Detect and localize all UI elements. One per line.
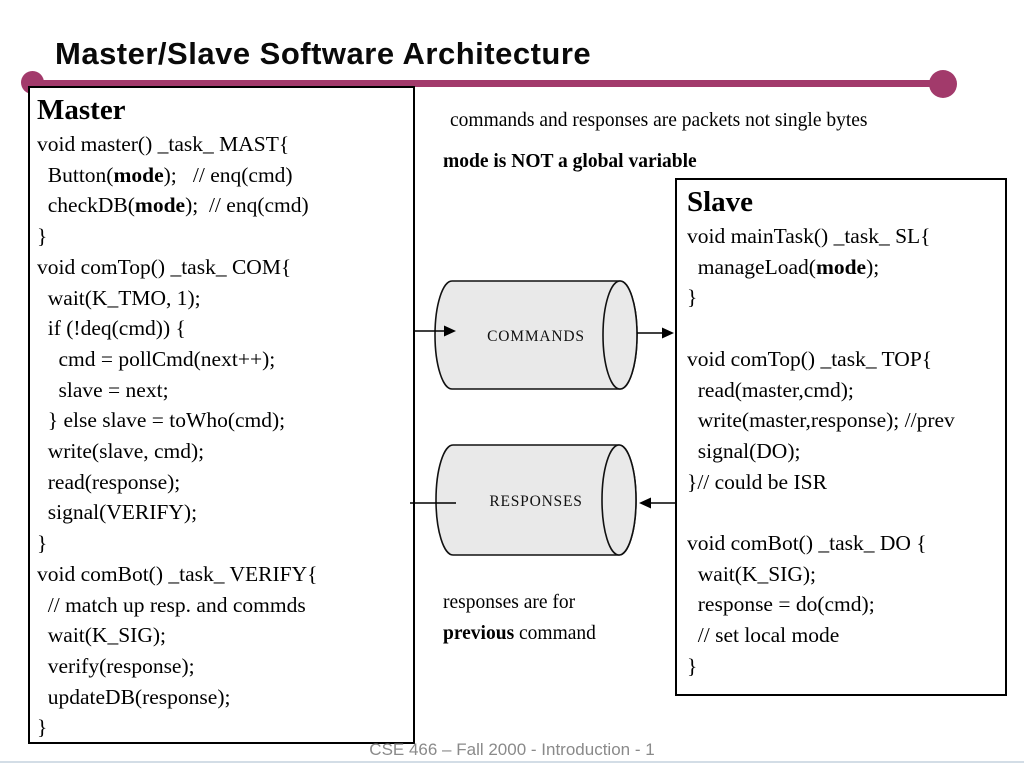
code-line: checkDB(mode); // enq(cmd): [37, 193, 309, 218]
commands-queue-label: COMMANDS: [487, 328, 585, 345]
code-line: manageLoad(mode);: [687, 254, 880, 279]
code-line: // match up resp. and commds: [37, 592, 306, 617]
code-line: response = do(cmd);: [687, 592, 875, 617]
code-line: wait(K_SIG);: [687, 561, 816, 586]
responses-queue-label: RESPONSES: [489, 493, 582, 510]
code-line: [687, 313, 1005, 344]
slave-code: void mainTask() _task_ SL{ manageLoad(mo…: [687, 221, 1005, 682]
code-line: read(master,cmd);: [687, 377, 854, 402]
code-line: void comBot() _task_ VERIFY{: [37, 561, 318, 586]
code-line: }: [37, 531, 48, 556]
commands-queue-cylinder: COMMANDS: [434, 280, 638, 390]
arrow-commands-to-slave: [637, 327, 674, 339]
code-line: cmd = pollCmd(next++);: [37, 346, 276, 371]
code-line: verify(response);: [37, 653, 195, 678]
slave-heading: Slave: [687, 186, 754, 218]
code-line: signal(VERIFY);: [37, 500, 198, 525]
code-line: }: [37, 224, 48, 249]
title-underline-rule: [30, 80, 945, 87]
master-code: void master() _task_ MAST{ Button(mode);…: [37, 129, 411, 742]
code-line: slave = next;: [37, 377, 169, 402]
footer-text: CSE 466 – Fall 2000 - Introduction - 1: [369, 740, 655, 759]
master-heading: Master: [37, 94, 126, 126]
code-line: void master() _task_ MAST{: [37, 132, 290, 156]
rule-right-dot: [929, 70, 957, 98]
code-line: write(slave, cmd);: [37, 439, 205, 464]
code-line: read(response);: [37, 469, 181, 494]
master-box: Master void master() _task_ MAST{ Button…: [28, 86, 415, 744]
code-line: write(master,response); //prev: [687, 408, 955, 433]
code-line: responses are for: [443, 592, 576, 613]
code-line: wait(K_TMO, 1);: [37, 285, 201, 310]
code-line: void comTop() _task_ TOP{: [687, 346, 933, 371]
code-line: }: [687, 285, 698, 310]
code-line: wait(K_SIG);: [37, 623, 166, 648]
slave-box: Slave void mainTask() _task_ SL{ manageL…: [675, 178, 1007, 696]
code-line: }: [687, 653, 698, 678]
arrow-master-to-commands: [415, 325, 456, 337]
code-line: // set local mode: [687, 623, 840, 648]
arrow-slave-to-responses: [639, 497, 675, 509]
code-line: }// could be ISR: [687, 469, 827, 494]
code-line: Button(mode); // enq(cmd): [37, 162, 293, 187]
code-line: void comTop() _task_ COM{: [37, 254, 292, 279]
code-line: updateDB(response);: [37, 684, 231, 709]
note-packets: commands and responses are packets not s…: [450, 110, 868, 131]
slide-title: Master/Slave Software Architecture: [55, 36, 592, 71]
code-line: previous command: [443, 623, 596, 644]
note-mode-not-global: mode is NOT a global variable: [443, 151, 697, 172]
code-line: if (!deq(cmd)) {: [37, 316, 186, 341]
bottom-edge-line: [0, 761, 1024, 763]
code-line: void mainTask() _task_ SL{: [687, 224, 931, 248]
code-line: }: [37, 715, 48, 740]
queues-diagram: COMMANDS RESPONSES: [410, 280, 675, 556]
code-line: [687, 497, 1005, 528]
code-line: } else slave = toWho(cmd);: [37, 408, 286, 433]
responses-queue-cylinder: RESPONSES: [435, 444, 637, 556]
code-line: signal(DO);: [687, 438, 801, 463]
note-responses-previous: responses are for previous command: [443, 587, 596, 649]
code-line: void comBot() _task_ DO {: [687, 531, 927, 556]
